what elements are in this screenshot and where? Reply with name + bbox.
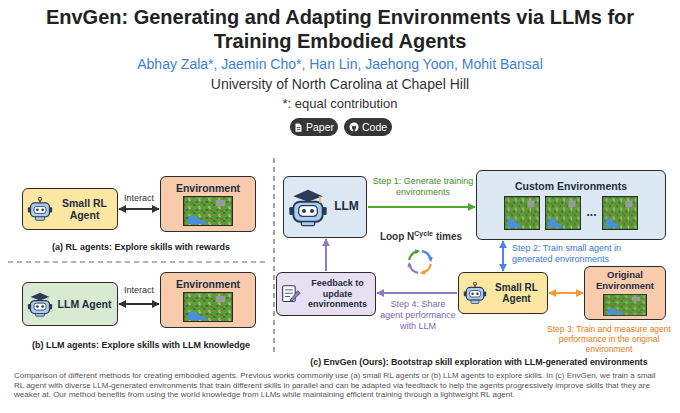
panel-caption: (b) LLM agents: Explore skills with LLM … xyxy=(10,340,272,350)
connector-arrow xyxy=(549,292,583,294)
agent-box: Small RL Agent xyxy=(22,188,118,230)
connector-arrow xyxy=(502,241,504,271)
node-label: Small RL Agent xyxy=(490,282,543,305)
map-thumbnail xyxy=(183,196,233,226)
environment-box: Environment xyxy=(160,176,256,232)
map-thumbnail xyxy=(545,196,581,230)
node-label: Original Environment xyxy=(588,270,662,292)
fb-icon xyxy=(281,284,301,304)
node-label: ... xyxy=(586,206,596,220)
map-thumbnail xyxy=(602,196,638,230)
node-label: Paper xyxy=(306,121,334,133)
connector-arrow xyxy=(368,206,475,208)
page-title: EnvGen: Generating and Adapting Environm… xyxy=(40,5,640,53)
loop-text: Loop N xyxy=(380,231,414,242)
panel-caption: (a) RL agents: Explore skills with rewar… xyxy=(10,242,272,252)
figure-caption: Comparison of different methods for crea… xyxy=(14,371,666,400)
environments-box: Custom Environments... xyxy=(476,170,666,240)
environment-box: Original Environment xyxy=(584,266,666,320)
button-icon xyxy=(349,122,359,132)
footnote: *: equal contribution xyxy=(0,96,680,111)
connector-arrow xyxy=(325,239,327,271)
loop-cycle-icon xyxy=(409,251,431,273)
affiliation: University of North Carolina at Chapel H… xyxy=(0,76,680,92)
edge-label: Step 1: Generate training environments xyxy=(371,176,475,198)
author-list: Abhay Zala*, Jaemin Cho*, Han Lin, Jaeho… xyxy=(0,56,680,72)
panel-divider xyxy=(273,158,274,352)
llm-box: LLM xyxy=(283,176,367,238)
robotcap-icon xyxy=(27,291,53,317)
robotcap-icon xyxy=(288,187,328,227)
connector-arrow xyxy=(119,303,159,305)
node-label: Small RL Agent xyxy=(56,197,113,221)
connector-arrow xyxy=(377,292,457,294)
connector-arrow xyxy=(119,208,159,210)
link-button: Paper xyxy=(290,118,338,136)
node-label: LLM Agent xyxy=(56,298,113,310)
loop-text: times xyxy=(436,231,462,242)
map-thumbnail xyxy=(504,196,540,230)
button-icon xyxy=(294,123,303,132)
robot-icon xyxy=(27,196,53,222)
node-label: Environment xyxy=(176,182,240,194)
feedback-box: Feedback to update environments xyxy=(276,272,376,316)
map-thumbnail xyxy=(603,294,647,316)
node-label: LLM xyxy=(331,200,362,214)
agent-box: Small RL Agent xyxy=(458,272,548,314)
map-thumbnail xyxy=(183,292,233,322)
edge-label: Step 2: Train small agent in generated e… xyxy=(512,243,662,265)
panel-divider xyxy=(8,261,268,262)
superscript: Cycle xyxy=(414,230,433,237)
edge-label: Step 4: Share agent performance with LLM xyxy=(380,299,456,331)
link-button: Code xyxy=(344,118,392,136)
loop-label: Loop NCycletimes xyxy=(378,230,464,243)
node-label: Custom Environments xyxy=(515,180,627,192)
node-label: Environment xyxy=(176,278,240,290)
panel-caption: (c) EnvGen (Ours): Bootstrap skill explo… xyxy=(280,357,678,367)
node-label: Feedback to update environments xyxy=(304,278,371,309)
edge-label: Interact xyxy=(118,285,160,296)
environment-box: Environment xyxy=(160,272,256,328)
agent-box: LLM Agent xyxy=(22,282,118,326)
edge-label: Step 3: Train and measure agent performa… xyxy=(540,324,678,355)
node-label: Code xyxy=(362,121,387,133)
robot-icon xyxy=(463,281,487,305)
edge-label: Interact xyxy=(118,193,160,204)
